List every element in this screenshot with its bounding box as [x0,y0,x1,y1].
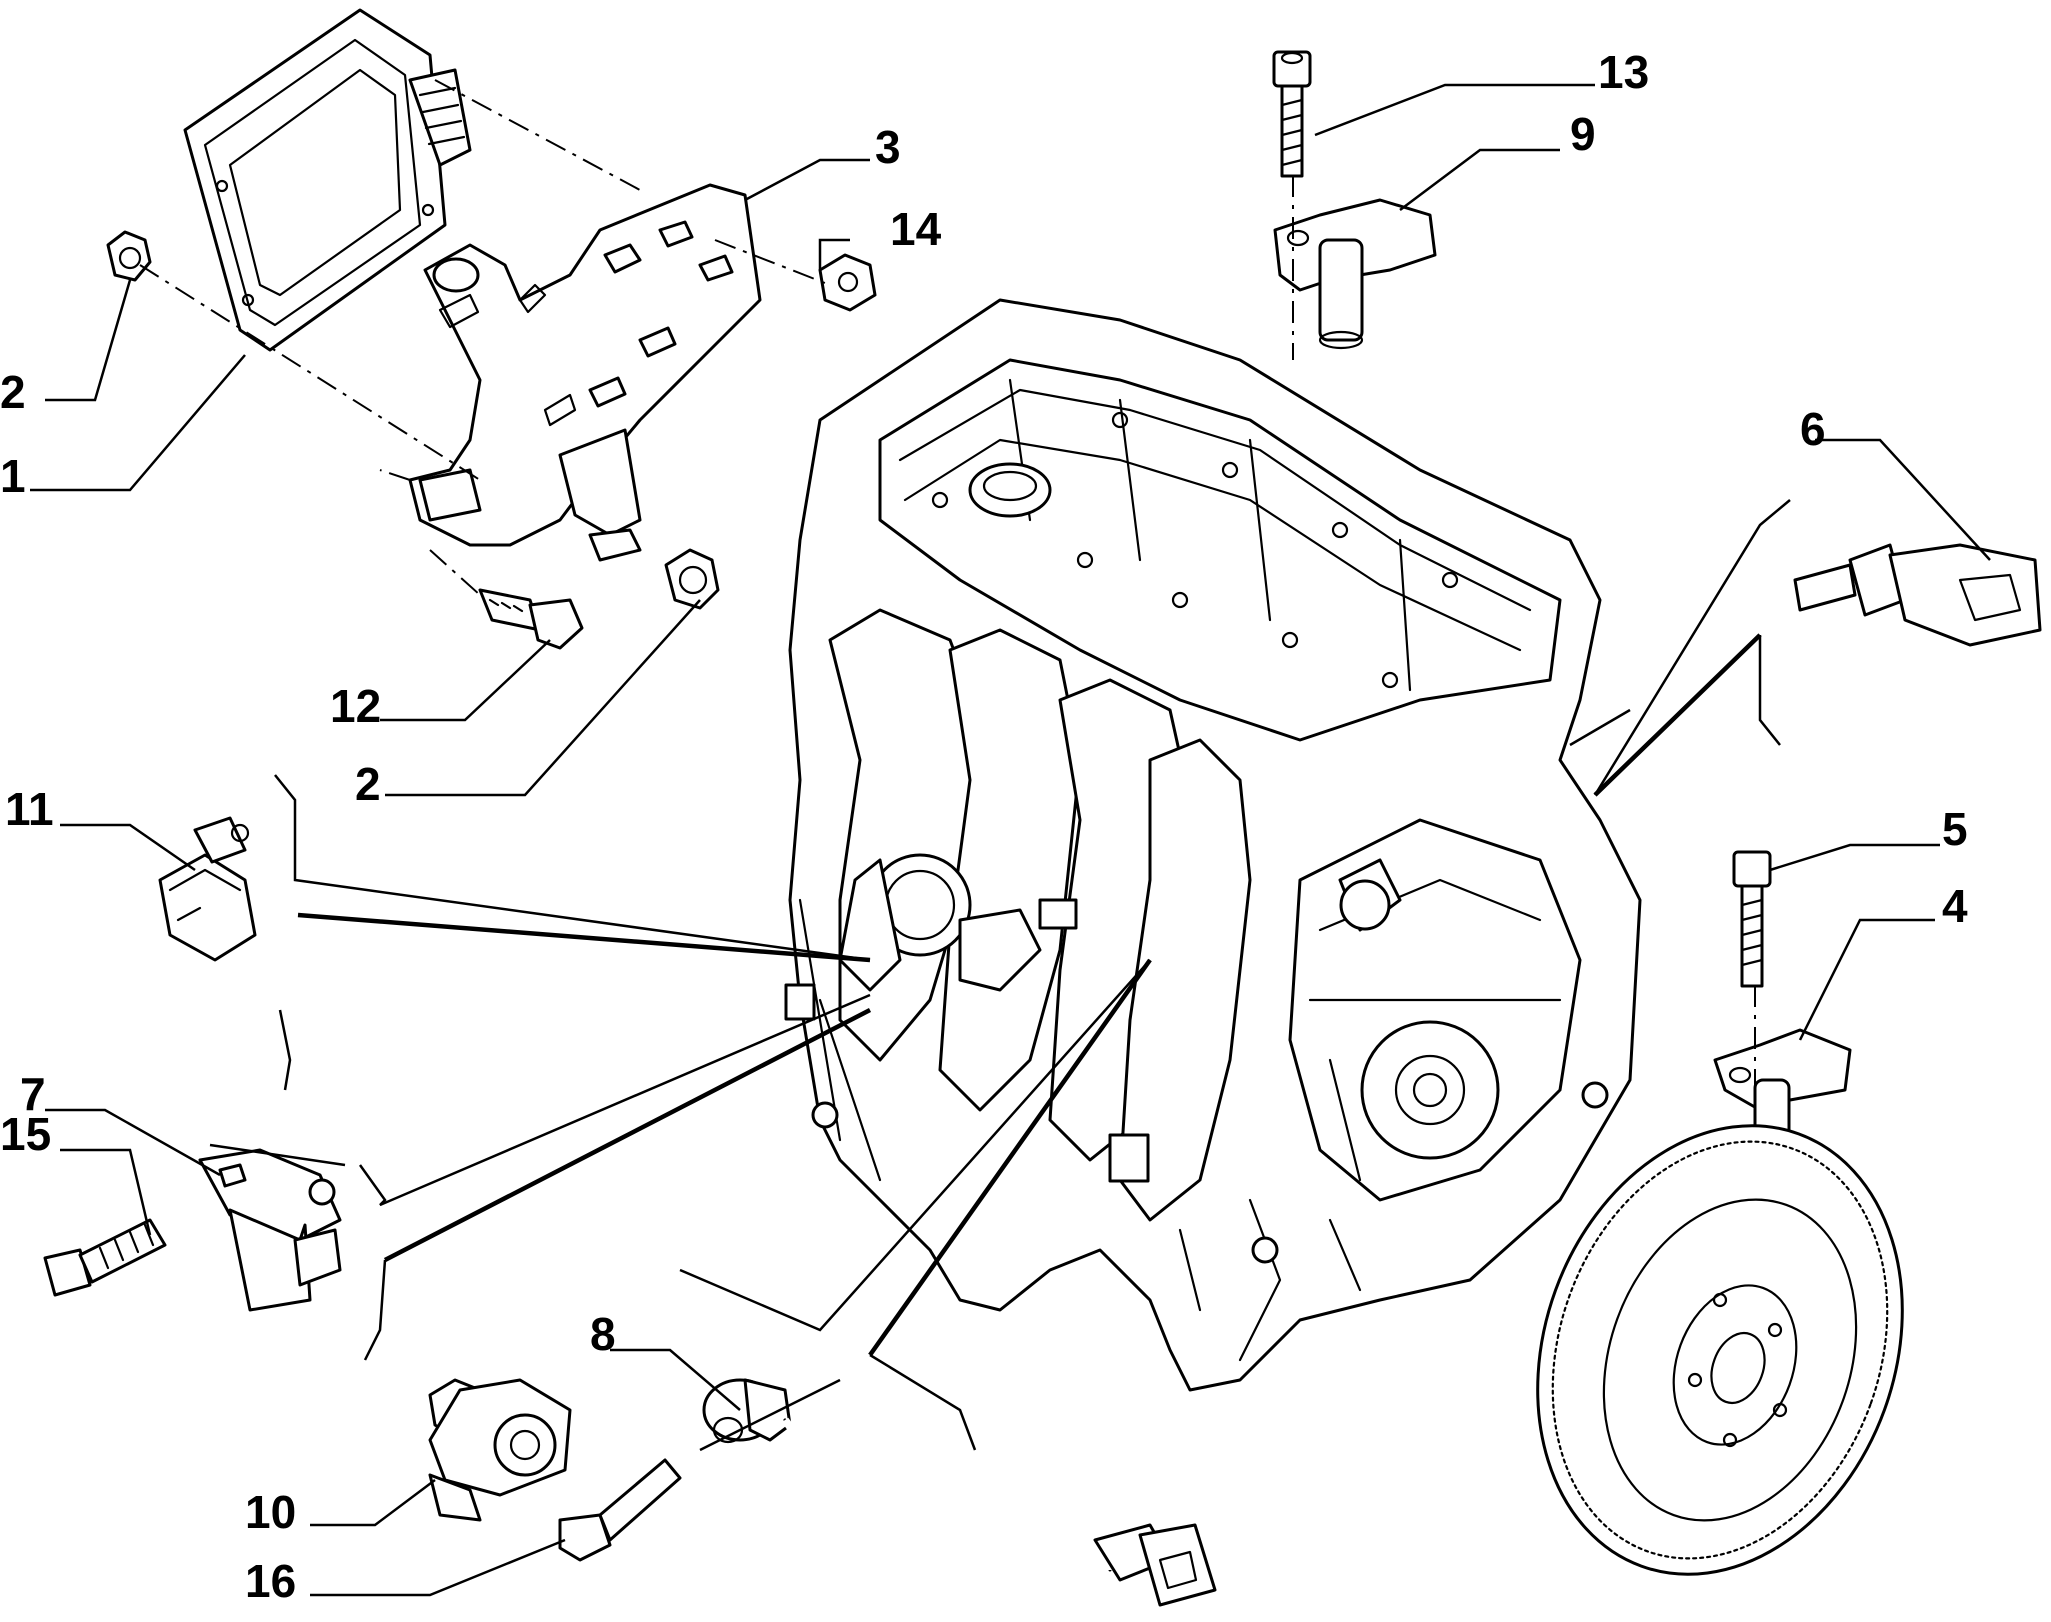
callout-13: 13 [1598,46,1649,98]
nut-14 [818,253,877,312]
callout-15: 15 [0,1108,51,1160]
coolant-temp-sensor-6 [1793,543,2042,647]
ecu-control-unit [183,8,472,352]
sensor-11 [158,816,257,962]
callout-2-lower: 2 [355,758,381,810]
bolt-13 [1272,50,1312,178]
camshaft-sensor-9 [1273,198,1437,350]
bolt-16 [558,1458,682,1562]
knock-sensor-8 [702,1378,1217,1607]
callout-16: 16 [245,1555,296,1607]
callout-1: 1 [0,450,26,502]
grommet-upper [106,230,152,282]
callout-5: 5 [1942,803,1968,855]
callout-7: 7 [20,1068,46,1120]
callout-8: 8 [590,1308,616,1360]
callout-12: 12 [330,680,381,732]
callout-labels: 1 2 2 3 4 5 6 7 8 9 10 11 12 13 14 15 16 [0,46,1968,1607]
grommet-lower [664,548,720,610]
callout-11: 11 [5,783,54,835]
flywheel [1536,1124,1904,1576]
bolt-5 [1732,850,1772,988]
callout-4: 4 [1942,880,1968,932]
callout-14: 14 [890,203,942,255]
bolt-15 [43,1218,167,1297]
callout-2-upper: 2 [0,366,26,418]
bolt-12 [478,588,584,650]
callout-6: 6 [1800,403,1826,455]
callout-10: 10 [245,1486,296,1538]
map-sensor-7 [198,1148,342,1312]
engine-assembly [784,298,1642,1392]
throttle-position-sensor-10 [428,1378,572,1522]
callout-3: 3 [875,121,901,173]
assembly-centerlines [139,79,1756,1120]
ecu-mounting-bracket [408,183,762,562]
leader-lines [30,83,1991,1597]
callout-9: 9 [1570,108,1596,160]
